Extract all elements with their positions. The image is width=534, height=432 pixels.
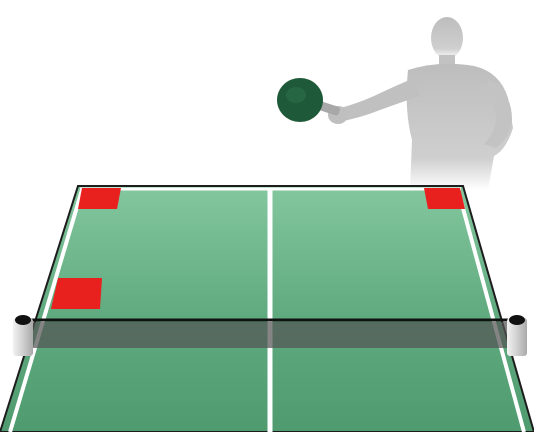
player-silhouette — [328, 17, 513, 190]
target-zone-far-right — [424, 188, 465, 209]
target-zone-near-left — [51, 278, 102, 309]
target-zone-far-left — [78, 188, 121, 209]
